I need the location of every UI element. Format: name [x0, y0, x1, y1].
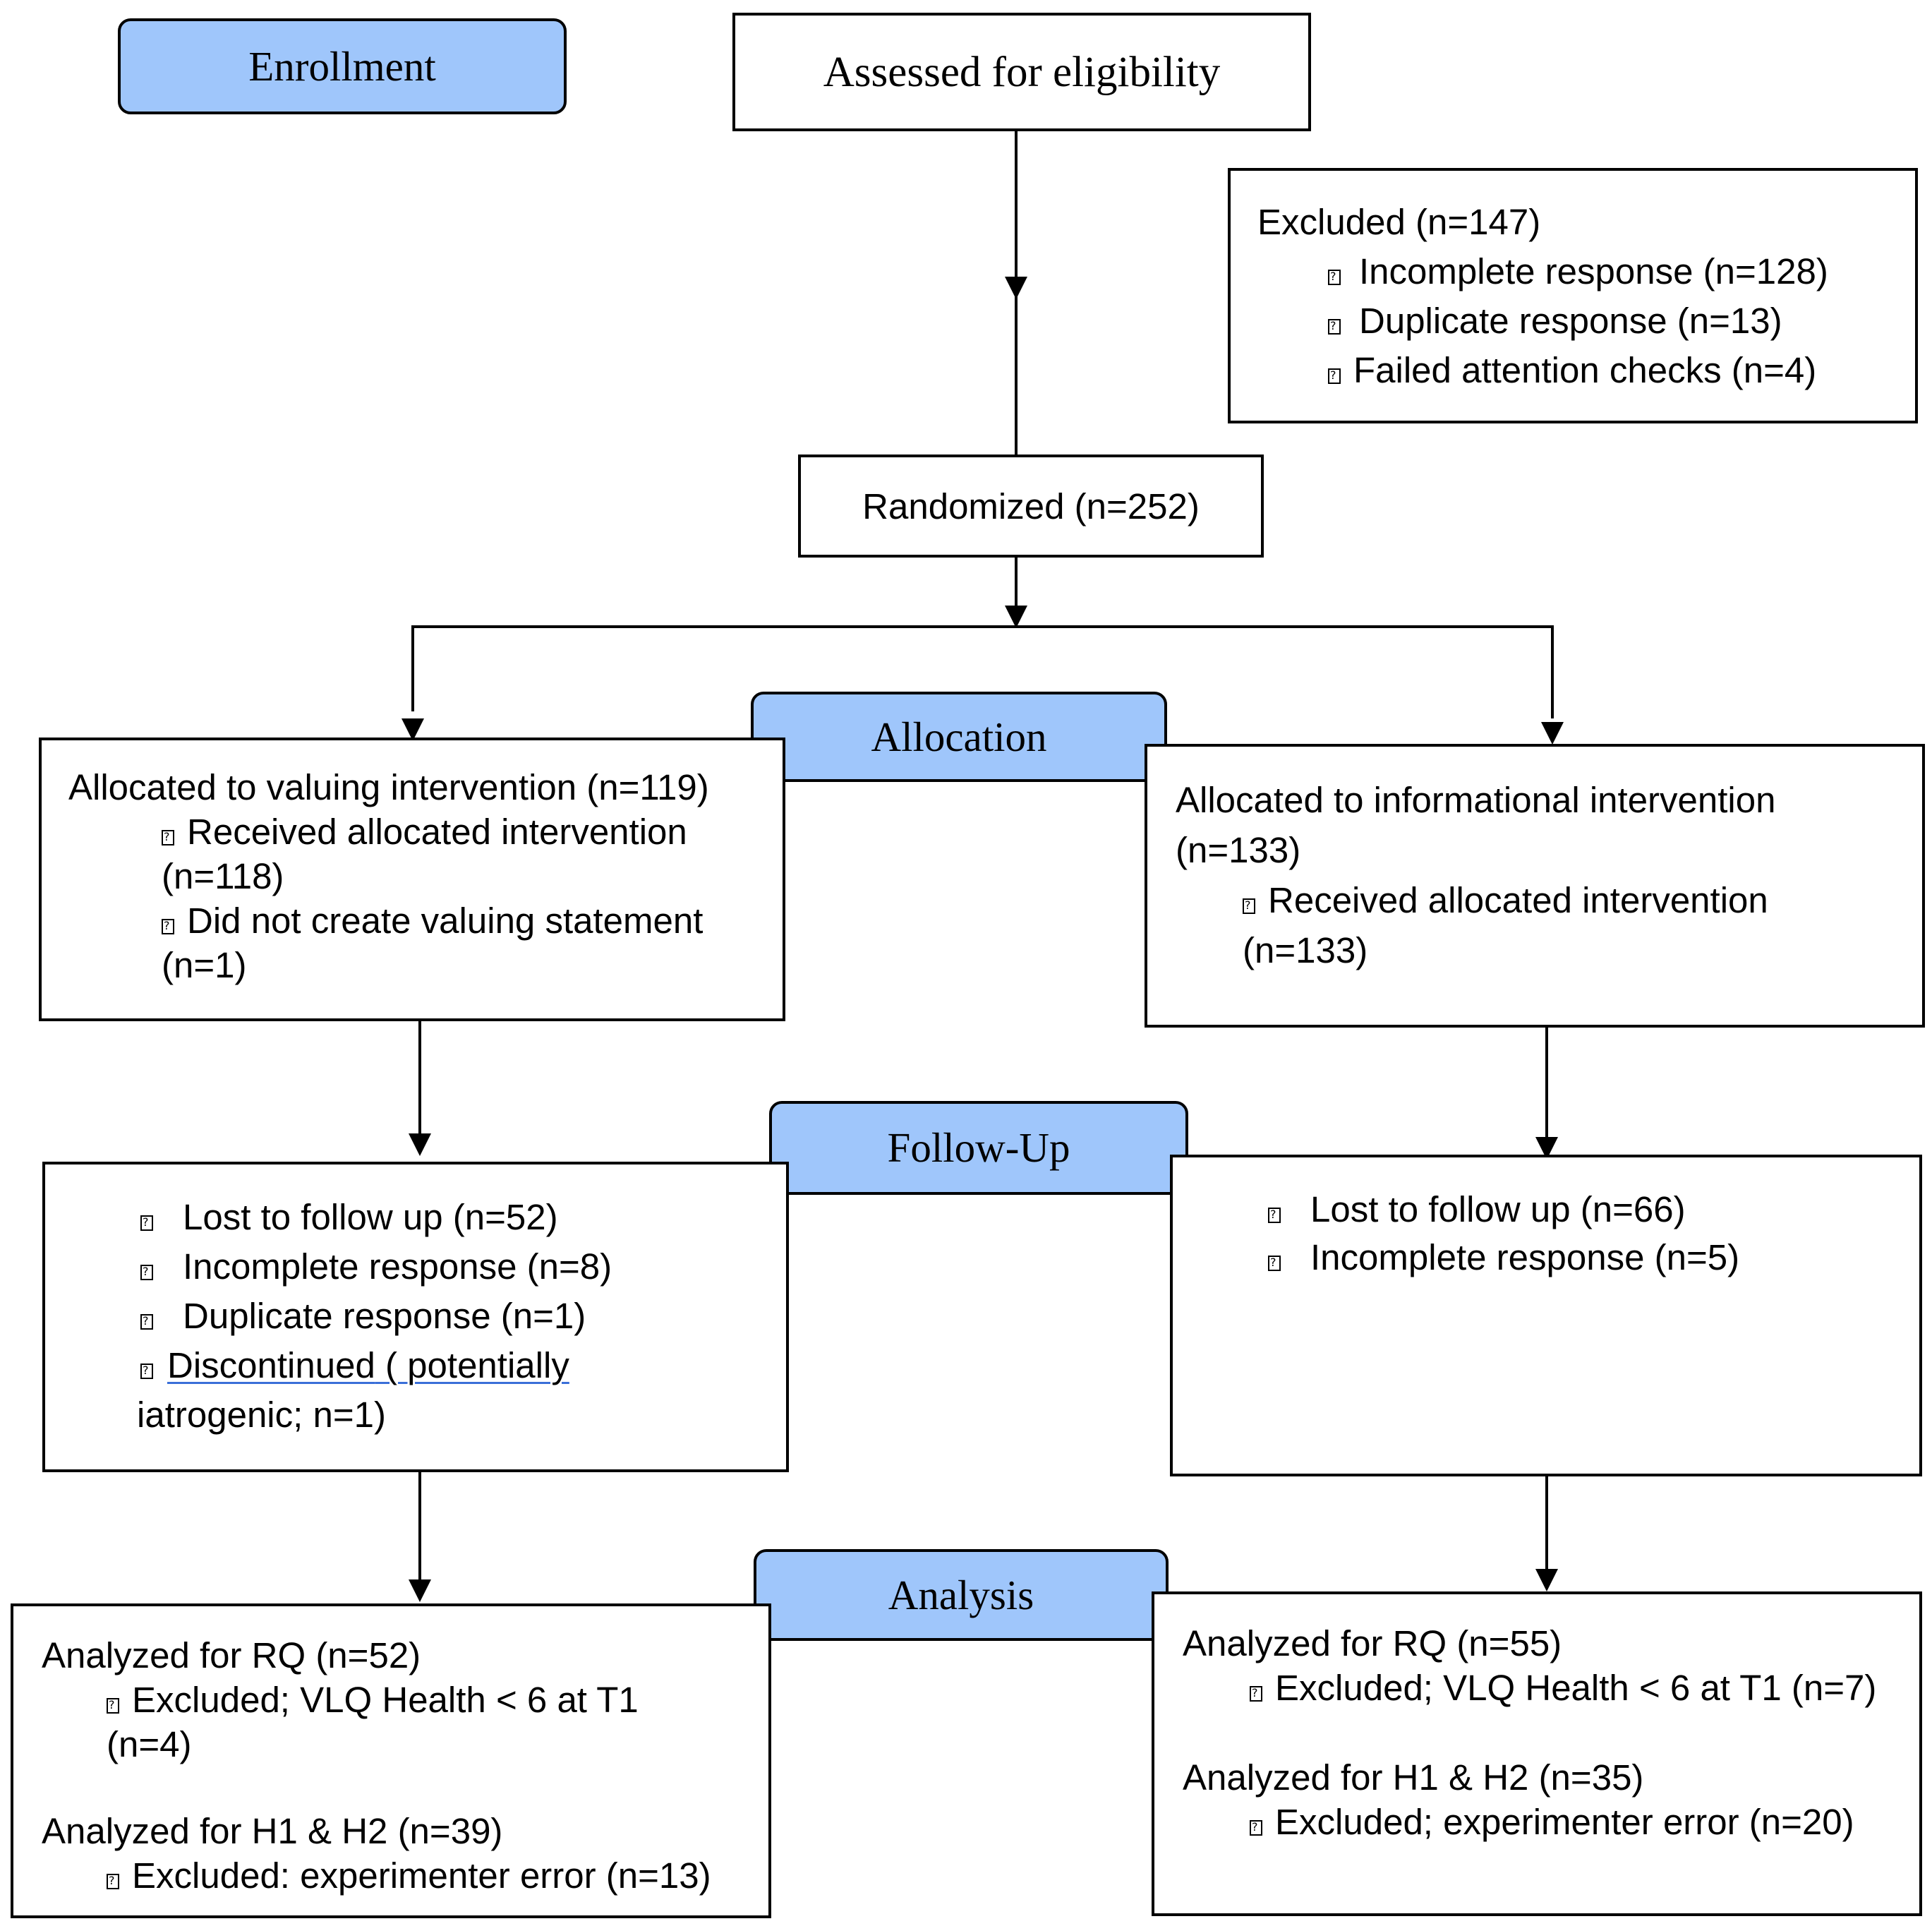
phase-allocation-label: Allocation [871, 713, 1047, 760]
item-line1: Excluded; VLQ Health < 6 at T1 (n=7) [1275, 1668, 1877, 1708]
followup-item-label: Incomplete response (n=8) [183, 1246, 612, 1287]
bullet-icon [1268, 1255, 1281, 1271]
bullet-icon [140, 1215, 153, 1231]
phase-allocation: Allocation [751, 692, 1167, 782]
allocated-informational-title-1: Allocated to informational intervention [1176, 780, 1776, 820]
analysis-rq-title: Analyzed for RQ (n=52) [42, 1635, 421, 1675]
allocated-informational-item: Received allocated intervention (n=133) [1176, 875, 1922, 975]
followup-item: Lost to follow up (n=66) [1268, 1186, 1919, 1234]
followup-item-label: Lost to follow up (n=52) [183, 1197, 558, 1237]
arrowhead-left-analysis [409, 1579, 431, 1602]
followup-item: Duplicate response (n=1) [140, 1292, 786, 1341]
excluded-item-label: Duplicate response (n=13) [1359, 301, 1782, 341]
randomized-box: Randomized (n=252) [798, 455, 1264, 558]
phase-analysis-label: Analysis [888, 1571, 1034, 1618]
arrowhead-split [1005, 606, 1027, 628]
item-line1: Did not create valuing statement [187, 901, 704, 941]
assessed-box: Assessed for eligibility [732, 13, 1311, 131]
item-line1: Received allocated intervention [187, 812, 687, 852]
item-line2: (n=1) [162, 945, 247, 985]
allocated-valuing-item: Received allocated intervention (n=118) [68, 809, 783, 898]
followup-item: Incomplete response (n=8) [140, 1242, 786, 1292]
bullet-icon [1268, 1207, 1281, 1223]
excluded-item: Incomplete response (n=128) [1257, 247, 1915, 296]
bullet-icon [1250, 1819, 1262, 1836]
phase-enrollment: Enrollment [118, 18, 567, 114]
bullet-icon [1243, 898, 1255, 914]
excluded-title: Excluded (n=147) [1257, 202, 1541, 242]
followup-item: Lost to follow up (n=52) [140, 1193, 786, 1242]
item-line1: Excluded; experimenter error (n=20) [1275, 1802, 1854, 1842]
bullet-icon [162, 918, 174, 934]
bullet-icon [107, 1697, 119, 1714]
bullet-icon [162, 829, 174, 845]
analysis-valuing-box: Analyzed for RQ (n=52) Excluded; VLQ Hea… [11, 1603, 771, 1918]
bullet-icon [1328, 368, 1341, 384]
discontinued-b: ( potentially [385, 1345, 569, 1385]
analysis-rq-item: Excluded; VLQ Health < 6 at T1 (n=7) [1183, 1666, 1919, 1710]
arrowhead-right-analysis [1535, 1569, 1558, 1591]
phase-analysis: Analysis [754, 1549, 1169, 1641]
bullet-icon [1328, 318, 1341, 335]
allocated-valuing-box: Allocated to valuing intervention (n=119… [39, 738, 785, 1021]
phase-follow-up-label: Follow-Up [887, 1124, 1070, 1171]
followup-item-label: Lost to follow up (n=66) [1310, 1189, 1686, 1229]
followup-item-label: Duplicate response (n=1) [183, 1296, 586, 1336]
bullet-icon [1250, 1685, 1262, 1702]
analysis-h-title: Analyzed for H1 & H2 (n=35) [1183, 1757, 1644, 1798]
item-line2: (n=118) [162, 856, 284, 896]
allocated-informational-box: Allocated to informational intervention … [1145, 744, 1925, 1028]
excluded-item: Duplicate response (n=13) [1257, 296, 1915, 346]
item-line2: (n=133) [1243, 930, 1368, 970]
item-line2: (n=4) [107, 1724, 192, 1764]
excluded-box: Excluded (n=147) Incomplete response (n=… [1228, 168, 1918, 423]
followup-item: Discontinued ( potentially [140, 1341, 786, 1390]
item-line1: Excluded: experimenter error (n=13) [132, 1855, 711, 1896]
item-line1: Excluded; VLQ Health < 6 at T1 [132, 1680, 639, 1720]
analysis-informational-box: Analyzed for RQ (n=55) Excluded; VLQ Hea… [1152, 1591, 1922, 1916]
bullet-icon [140, 1313, 153, 1330]
excluded-item: Failed attention checks (n=4) [1257, 346, 1915, 395]
bullet-icon [140, 1264, 153, 1280]
bullet-icon [1328, 269, 1341, 285]
arrowhead-mid [1005, 277, 1027, 299]
followup-valuing-box: Lost to follow up (n=52) Incomplete resp… [42, 1162, 789, 1472]
arrowhead-right-alloc [1541, 722, 1564, 745]
phase-enrollment-label: Enrollment [248, 42, 436, 90]
followup-item: Incomplete response (n=5) [1268, 1234, 1919, 1282]
analysis-rq-title: Analyzed for RQ (n=55) [1183, 1623, 1562, 1663]
bullet-icon [140, 1363, 153, 1379]
analysis-h-item: Excluded: experimenter error (n=13) [42, 1853, 768, 1898]
excluded-item-label: Incomplete response (n=128) [1359, 251, 1828, 291]
analysis-h-title: Analyzed for H1 & H2 (n=39) [42, 1811, 503, 1851]
analysis-rq-item: Excluded; VLQ Health < 6 at T1 (n=4) [42, 1678, 768, 1766]
followup-item-label: Incomplete response (n=5) [1310, 1237, 1740, 1277]
discontinued-a: Discontinued [167, 1345, 375, 1385]
assessed-label: Assessed for eligibility [823, 48, 1221, 96]
allocated-informational-title-2: (n=133) [1176, 830, 1301, 870]
excluded-item-label: Failed attention checks (n=4) [1353, 350, 1817, 390]
bullet-icon [107, 1873, 119, 1889]
allocated-valuing-title: Allocated to valuing intervention (n=119… [68, 767, 709, 807]
arrowhead-left-followup [409, 1133, 431, 1156]
allocated-valuing-item: Did not create valuing statement (n=1) [68, 898, 783, 987]
item-line1: Received allocated intervention [1268, 880, 1768, 920]
analysis-h-item: Excluded; experimenter error (n=20) [1183, 1800, 1919, 1844]
randomized-label: Randomized (n=252) [862, 486, 1200, 526]
phase-follow-up: Follow-Up [769, 1101, 1188, 1195]
followup-informational-box: Lost to follow up (n=66) Incomplete resp… [1170, 1155, 1922, 1476]
discontinued-line2: iatrogenic; n=1) [137, 1395, 386, 1435]
